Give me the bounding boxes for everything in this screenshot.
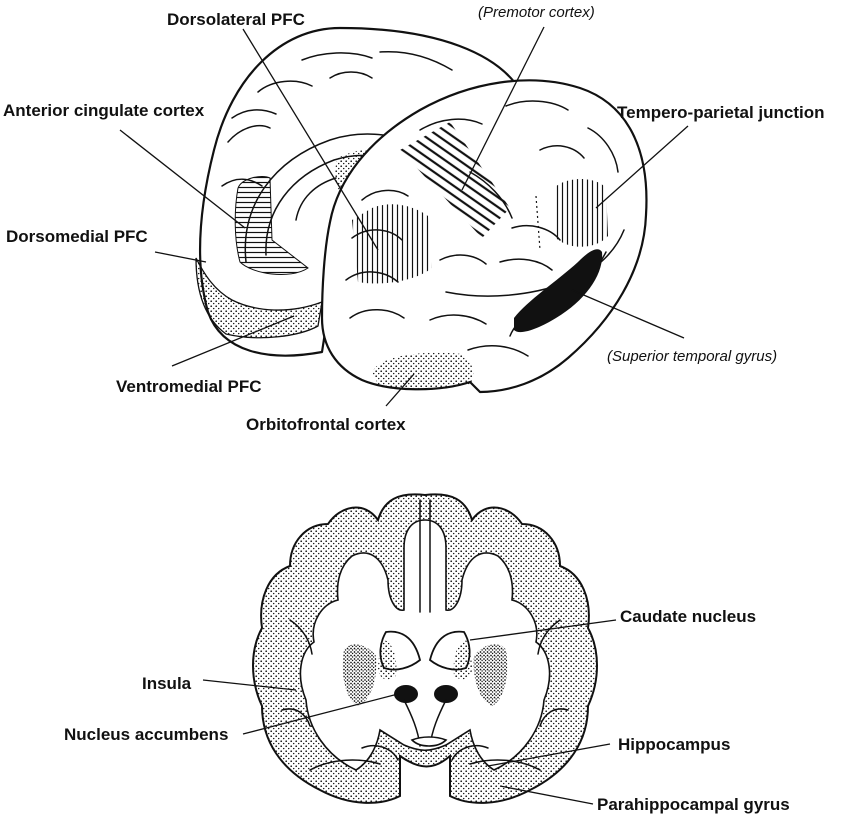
label-insula: Insula <box>142 674 192 693</box>
anterior-cingulate-region <box>234 175 309 275</box>
label-superior-temporal-gyrus: (Superior temporal gyrus) <box>607 348 777 365</box>
label-premotor-cortex: (Premotor cortex) <box>478 4 595 21</box>
bottom-leader-lines <box>202 619 617 805</box>
label-hippocampus: Hippocampus <box>618 735 730 754</box>
label-tempero-parietal-junction: Tempero-parietal junction <box>617 103 825 122</box>
orbitofrontal-region <box>372 352 474 389</box>
coronal-section <box>252 493 598 804</box>
label-ventromedial-pfc: Ventromedial PFC <box>116 377 261 396</box>
label-dorsomedial-pfc: Dorsomedial PFC <box>6 227 148 246</box>
superior-temporal-region <box>514 249 603 333</box>
dorsolateral-region <box>352 204 432 284</box>
premotor-region <box>400 122 510 238</box>
label-nucleus-accumbens: Nucleus accumbens <box>64 725 228 744</box>
bottom-labels: Caudate nucleus Insula Nucleus accumbens… <box>64 607 790 814</box>
tpj-region <box>535 179 608 251</box>
top-leader-lines <box>119 26 689 407</box>
label-orbitofrontal-cortex: Orbitofrontal cortex <box>246 415 406 434</box>
top-labels: Dorsolateral PFC (Premotor cortex) Anter… <box>3 4 825 434</box>
label-anterior-cingulate-cortex: Anterior cingulate cortex <box>3 101 205 120</box>
label-dorsolateral-pfc: Dorsolateral PFC <box>167 10 305 29</box>
label-parahippocampal-gyrus: Parahippocampal gyrus <box>597 795 790 814</box>
label-caudate-nucleus: Caudate nucleus <box>620 607 756 626</box>
